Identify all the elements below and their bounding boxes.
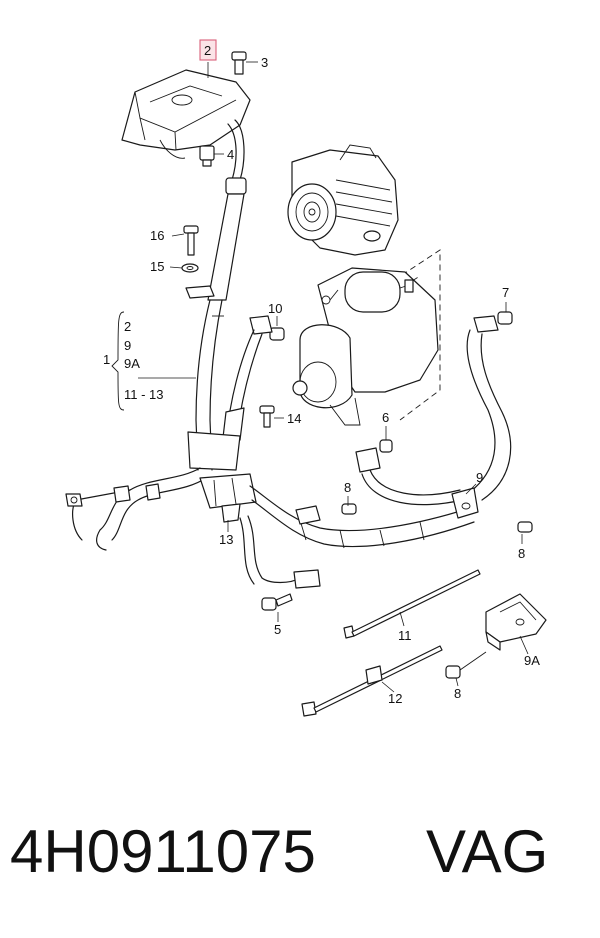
callout-8-center[interactable]: 8 [344,480,351,495]
bracket-9A [485,593,547,651]
selected-part-highlight [199,39,217,61]
screw-8-center [341,503,357,515]
part-number: 4H0911075 [10,818,316,885]
callout-1[interactable]: 1 [103,352,110,367]
starter-cable-6 [355,447,463,506]
leader-lines [111,61,529,693]
cable-tie-11 [343,569,481,639]
nut-6 [379,439,393,453]
clamp-13 [199,473,257,523]
footer: 4H0911075 VAG [0,812,600,902]
callout-11[interactable]: 11 [398,628,412,643]
harness-right [249,485,475,549]
washer-15 [181,263,199,273]
screw-8-bottom [445,651,487,679]
callout-4[interactable]: 4 [227,147,234,162]
callout-13[interactable]: 13 [219,532,233,547]
nut-7 [497,311,513,325]
ground-strap [239,515,321,589]
ring-terminal [185,285,215,299]
callout-2[interactable]: 2 [204,43,211,58]
alternator [287,144,399,256]
callout-15[interactable]: 15 [150,259,164,274]
battery-bracket [121,69,251,159]
exploded-parts-diagram: 2 3 4 16 15 10 7 1 2 9 9A 11 - 13 14 6 8… [65,39,547,717]
callout-14[interactable]: 14 [287,411,301,426]
group-item-11-13: 11 - 13 [124,387,164,402]
group-item-2: 2 [124,319,131,334]
screw-14 [259,405,275,428]
screw-10 [225,315,285,445]
cable-bracket [187,407,245,471]
brand-name: VAG [426,818,549,885]
screw-16 [183,225,199,256]
callout-8-bottom[interactable]: 8 [454,686,461,701]
screw-8-right [517,521,533,533]
bracket-9 [451,487,479,519]
starter-motor [292,267,439,426]
screw-5 [261,593,293,611]
callout-7[interactable]: 7 [502,285,509,300]
starter-cable-right [466,315,512,501]
callout-9A[interactable]: 9A [524,653,540,668]
bolt-3 [231,51,247,75]
battery-cable [195,119,247,471]
group-item-9: 9 [124,338,131,353]
alignment-line [399,249,441,421]
nut-4 [199,145,215,167]
callout-16[interactable]: 16 [150,228,164,243]
callout-5[interactable]: 5 [274,622,281,637]
harness-left [65,467,207,551]
callout-8-right[interactable]: 8 [518,546,525,561]
callout-3[interactable]: 3 [261,55,268,70]
group-item-9A: 9A [124,356,140,371]
callout-6[interactable]: 6 [382,410,389,425]
callout-10[interactable]: 10 [268,301,282,316]
callout-12[interactable]: 12 [388,691,402,706]
cable-tie-12 [301,645,443,717]
callout-9[interactable]: 9 [476,470,483,485]
